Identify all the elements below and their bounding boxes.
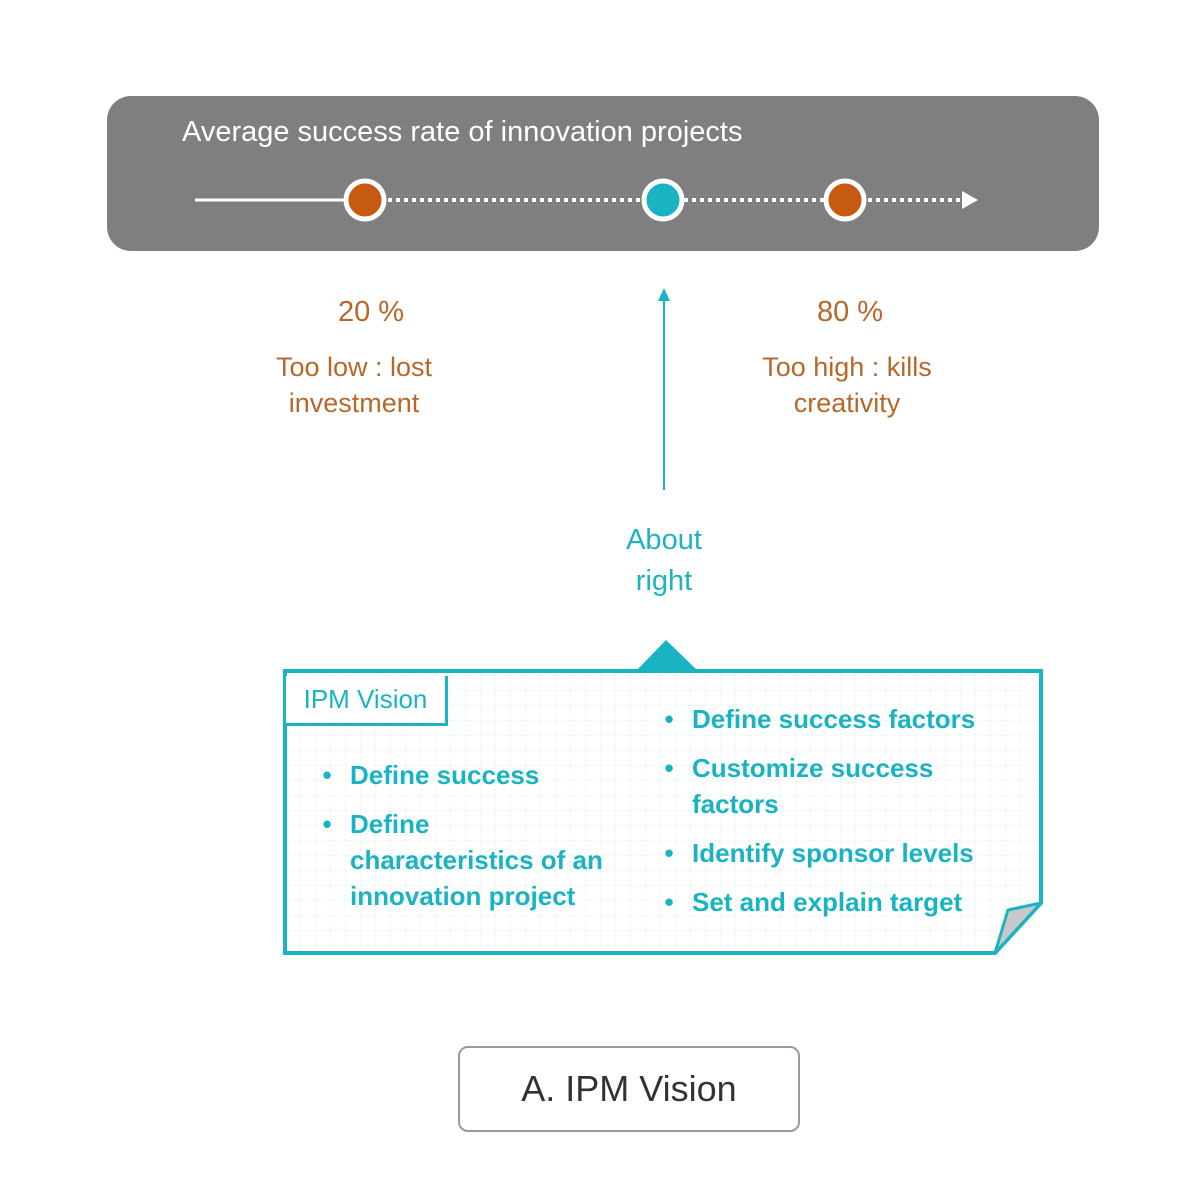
list-item: •Customize success factors xyxy=(662,750,992,822)
marker-target xyxy=(641,178,685,222)
bullet-icon: • xyxy=(664,838,674,868)
timeline-track xyxy=(195,178,978,300)
target-label-line2: right xyxy=(635,565,693,597)
footer-caption: A. IPM Vision xyxy=(458,1046,800,1132)
target-pointer xyxy=(658,288,670,490)
marker-high xyxy=(823,178,867,222)
card-pointer-triangle xyxy=(636,640,698,671)
bullet-icon: • xyxy=(664,704,674,734)
bullet-icon: • xyxy=(322,760,332,790)
marker-low xyxy=(343,178,387,222)
card-label: IPM Vision xyxy=(286,676,448,726)
target-pointer-arrowhead xyxy=(658,288,670,301)
left-bullet-list: •Define success •Define characteristics … xyxy=(320,757,620,927)
list-item: •Define success xyxy=(320,757,620,793)
banner-title: Average success rate of innovation proje… xyxy=(182,116,743,148)
target-label-line1: About xyxy=(626,524,702,556)
high-percent-label: 80 % xyxy=(816,296,884,328)
list-item: •Set and explain target xyxy=(662,884,992,920)
bullet-icon: • xyxy=(322,809,332,839)
bullet-icon: • xyxy=(664,887,674,917)
bullet-icon: • xyxy=(664,753,674,783)
list-item: •Identify sponsor levels xyxy=(662,835,992,871)
high-description: Too high : kills creativity xyxy=(762,352,932,418)
card-page-curl xyxy=(993,901,1043,955)
list-item: •Define characteristics of an innovation… xyxy=(320,806,620,914)
low-percent-label: 20 % xyxy=(337,296,405,328)
vision-card xyxy=(283,640,1043,955)
low-description: Too low : lost investment xyxy=(275,352,433,418)
list-item: •Define success factors xyxy=(662,701,992,737)
timeline-banner xyxy=(107,96,1099,251)
target-label: About right xyxy=(564,520,764,602)
timeline-arrowhead xyxy=(962,191,978,209)
right-bullet-list: •Define success factors •Customize succe… xyxy=(662,701,992,933)
